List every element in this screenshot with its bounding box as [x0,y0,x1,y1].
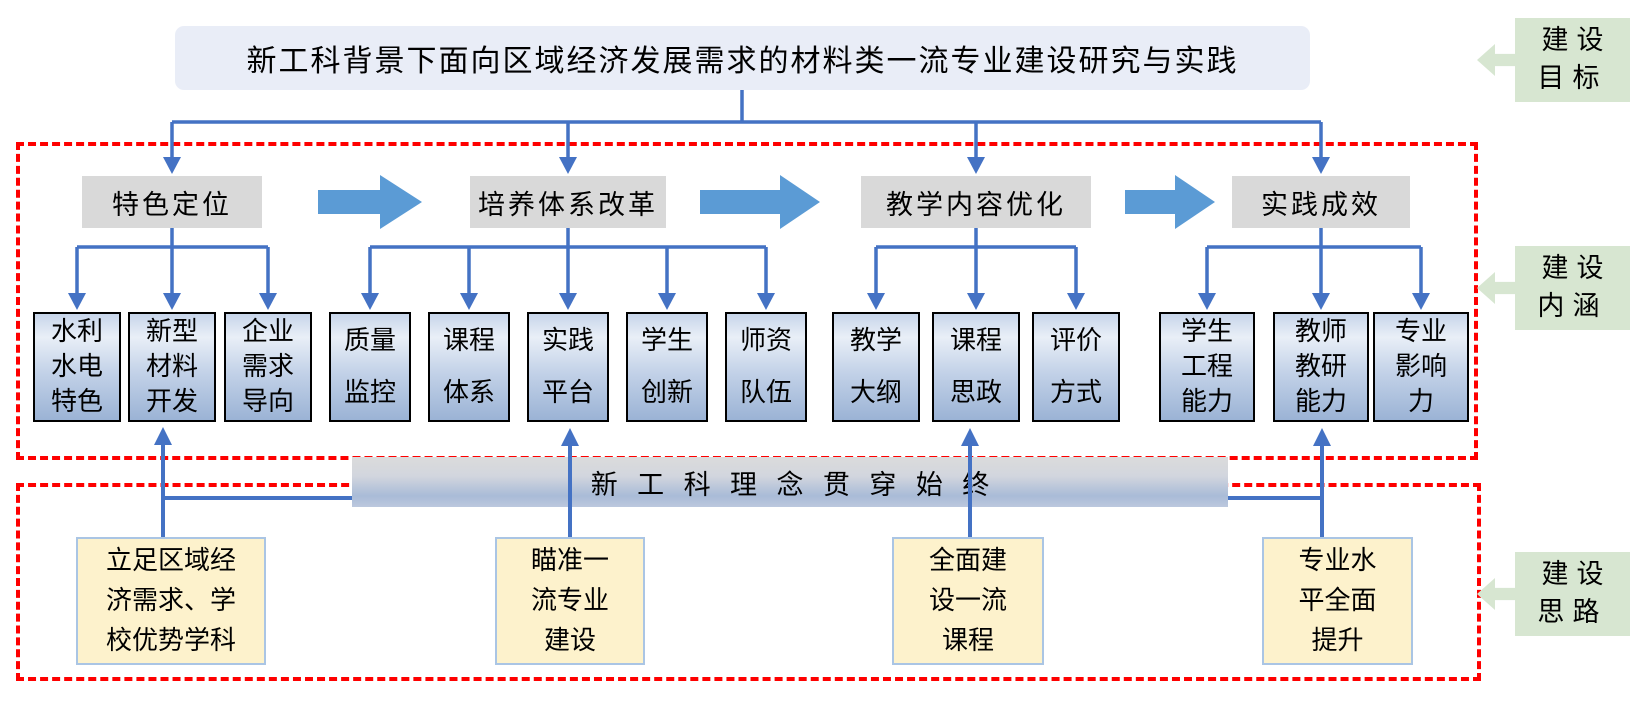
left-arrow-icon [1477,578,1517,610]
left-arrow-icon [1477,272,1517,304]
title-box: 新工科背景下面向区域经济发展需求的材料类一流专业建设研究与实践 [175,26,1310,90]
sub-box-major-influence: 专业 影响 力 [1373,312,1469,422]
stage-box-content-optimize: 教学内容优化 [861,176,1091,228]
side-label-approach: 建设 思路 [1515,552,1630,636]
side-label-connotation: 建设 内涵 [1515,246,1630,330]
sub-box-syllabus: 教学 大纲 [832,312,920,422]
sub-box-student-engineering: 学生 工程 能力 [1159,312,1255,422]
diagram-title: 新工科背景下面向区域经济发展需求的材料类一流专业建设研究与实践 [246,44,1239,79]
left-arrow-icon [1477,44,1517,76]
sub-box-evaluation: 评价 方式 [1032,312,1120,422]
sub-box-course-system: 课程 体系 [428,312,510,422]
sub-box-hydro-feature: 水利 水电 特色 [33,312,121,422]
stage-box-positioning: 特色定位 [82,176,262,228]
side-label-goals: 建设 目标 [1515,18,1630,102]
idea-box-first-class-course: 全面建 设一流 课程 [892,537,1044,665]
sub-box-enterprise-need: 企业 需求 导向 [224,312,312,422]
banner-label: 新工科理念贯穿始终 [590,469,1009,501]
sub-box-teacher-research: 教师 教研 能力 [1273,312,1369,422]
sub-box-faculty-team: 师资 队伍 [725,312,807,422]
banner-box: 新工科理念贯穿始终 [352,457,1228,507]
idea-box-major-level: 专业水 平全面 提升 [1262,537,1413,665]
sub-box-course-ideology: 课程 思政 [932,312,1020,422]
idea-box-first-class-major: 瞄准一 流专业 建设 [495,537,645,665]
stage-box-practice-effect: 实践成效 [1232,176,1410,228]
sub-box-student-innovation: 学生 创新 [626,312,708,422]
stage-box-training-reform: 培养体系改革 [470,176,666,228]
sub-box-new-materials: 新型 材料 开发 [128,312,216,422]
sub-box-quality-monitor: 质量 监控 [329,312,411,422]
idea-box-regional-economy: 立足区域经 济需求、学 校优势学科 [76,537,266,665]
sub-box-practice-platform: 实践 平台 [527,312,609,422]
